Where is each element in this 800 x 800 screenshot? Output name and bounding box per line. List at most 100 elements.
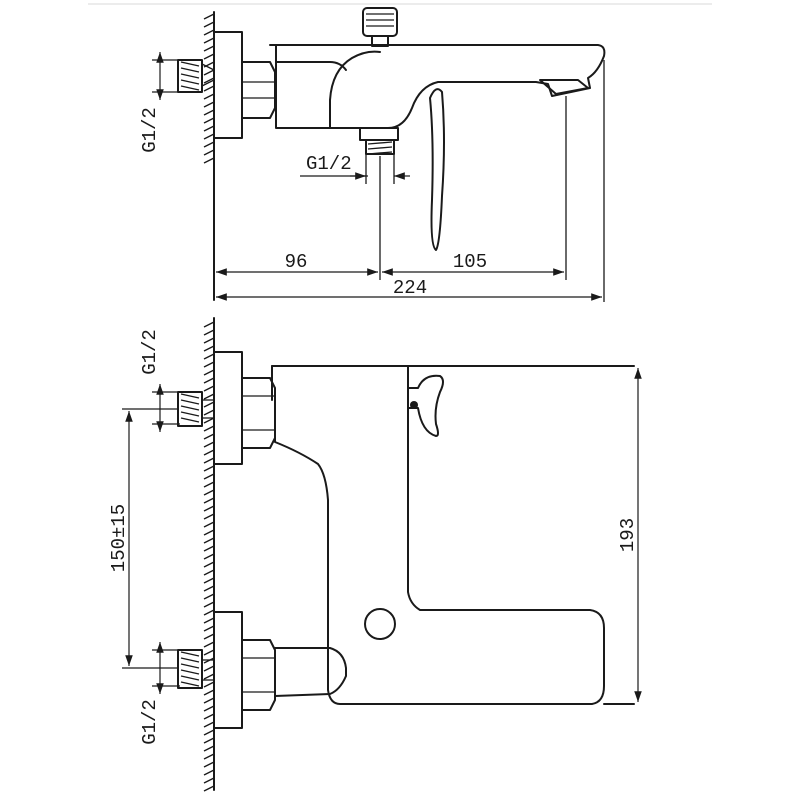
wall-hatch-line bbox=[203, 449, 215, 456]
wall-hatch-line bbox=[203, 529, 215, 536]
outlet-circle bbox=[364, 608, 396, 640]
wall-hatch-line bbox=[203, 673, 215, 680]
wall-hatch-line bbox=[203, 53, 215, 60]
wall-hatch-line bbox=[203, 641, 215, 648]
wall-hatch-line bbox=[203, 689, 215, 696]
diverter-knob-front bbox=[407, 374, 444, 437]
wall-hatch-line bbox=[203, 141, 215, 148]
wall-hatch-line bbox=[203, 29, 215, 36]
wall-hatch-line bbox=[203, 633, 215, 640]
wall-hatch-line bbox=[203, 385, 215, 392]
wall-hatch-line bbox=[203, 505, 215, 512]
wall-hatch-line bbox=[203, 513, 215, 520]
wall-hatch-line bbox=[203, 489, 215, 496]
wall-hatch-line bbox=[203, 77, 215, 84]
wall-hatch-line bbox=[203, 101, 215, 108]
wall-hatch-line bbox=[203, 497, 215, 504]
escutcheon-lower bbox=[213, 611, 243, 729]
wall-hatch-line bbox=[203, 117, 215, 124]
dim-thread-upper bbox=[152, 384, 180, 432]
wall-hatch-line bbox=[203, 761, 215, 768]
wall-hatch-line bbox=[203, 441, 215, 448]
wall-hatch-line bbox=[203, 109, 215, 116]
wall-hatch-line bbox=[203, 521, 215, 528]
wall-hatch-line bbox=[203, 157, 215, 164]
wall-hatch-line bbox=[203, 473, 215, 480]
wall-hatch-line bbox=[203, 345, 215, 352]
wall-hatch-line bbox=[203, 337, 215, 344]
dim-thread-bottom bbox=[300, 152, 410, 184]
faucet-body-top bbox=[269, 44, 606, 129]
wall-hatch-line bbox=[203, 125, 215, 132]
wall-hatch-line bbox=[203, 21, 215, 28]
wall-hatch-line bbox=[203, 609, 215, 616]
hex-nut-upper bbox=[241, 377, 276, 449]
label-centers: 150±15 bbox=[108, 504, 130, 572]
wall-hatch-line bbox=[203, 93, 215, 100]
wall-hatch-line bbox=[203, 545, 215, 552]
wall-hatch-line bbox=[203, 553, 215, 560]
wall-hatch-line bbox=[203, 601, 215, 608]
mixer-curve bbox=[329, 50, 381, 129]
wall-hatch-line bbox=[203, 593, 215, 600]
hex-nut-lower bbox=[241, 639, 276, 711]
wall-hatch-line bbox=[203, 377, 215, 384]
wall-hatch-front bbox=[203, 317, 215, 792]
top-view: G1/2 G1/2 96 105 224 bbox=[139, 7, 606, 302]
thread-side-top bbox=[177, 59, 215, 93]
wall-hatch-line bbox=[203, 665, 215, 672]
wall-hatch-line bbox=[203, 69, 215, 76]
thread-bottom-top bbox=[359, 127, 399, 155]
wall-hatch-line bbox=[203, 569, 215, 576]
label-dim-105: 105 bbox=[453, 251, 487, 273]
label-thread-upper: G1/2 bbox=[139, 329, 161, 375]
label-thread-bottom: G1/2 bbox=[306, 153, 352, 175]
wall-hatch-line bbox=[203, 361, 215, 368]
dim-centers bbox=[122, 408, 178, 669]
escutcheon-top bbox=[213, 31, 243, 139]
wall-hatch-line bbox=[203, 585, 215, 592]
diverter-pin bbox=[410, 401, 418, 409]
wall-hatch-line bbox=[203, 133, 215, 140]
faucet-body-front bbox=[271, 365, 605, 705]
wall-hatch-line bbox=[203, 37, 215, 44]
wall-hatch-line bbox=[203, 777, 215, 784]
diverter-knob-top bbox=[362, 7, 398, 47]
wall-hatch-top bbox=[203, 11, 215, 301]
wall-hatch-line bbox=[203, 353, 215, 360]
wall-hatch-line bbox=[203, 409, 215, 416]
spout-tip-top bbox=[539, 79, 589, 95]
label-dim-224: 224 bbox=[393, 277, 427, 299]
wall-hatch-line bbox=[203, 537, 215, 544]
wall-hatch-line bbox=[203, 745, 215, 752]
front-view: G1/2 G1/2 150±15 193 bbox=[108, 317, 642, 792]
wall-hatch-line bbox=[203, 561, 215, 568]
wall-hatch-line bbox=[203, 149, 215, 156]
escutcheon-upper bbox=[213, 351, 243, 465]
wall-hatch-line bbox=[203, 625, 215, 632]
thread-lower-front bbox=[177, 649, 214, 689]
wall-hatch-line bbox=[203, 465, 215, 472]
label-thread-lower: G1/2 bbox=[139, 699, 161, 745]
hex-nut-top bbox=[241, 61, 276, 119]
wall-hatch-line bbox=[203, 753, 215, 760]
wall-hatch-line bbox=[203, 13, 215, 20]
wall-hatch-line bbox=[203, 769, 215, 776]
wall-hatch-line bbox=[203, 705, 215, 712]
wall-hatch-line bbox=[203, 697, 215, 704]
wall-hatch-line bbox=[203, 433, 215, 440]
wall-hatch-line bbox=[203, 45, 215, 52]
wall-hatch-line bbox=[203, 737, 215, 744]
dim-thread-side bbox=[152, 51, 180, 100]
label-dim-193: 193 bbox=[617, 518, 639, 552]
wall-hatch-line bbox=[203, 785, 215, 792]
wall-hatch-line bbox=[203, 401, 215, 408]
wall-hatch-line bbox=[203, 681, 215, 688]
wall-hatch-line bbox=[203, 577, 215, 584]
wall-hatch-line bbox=[203, 369, 215, 376]
wall-hatch-line bbox=[203, 417, 215, 424]
body-inner-line bbox=[275, 61, 347, 71]
label-dim-96: 96 bbox=[285, 251, 308, 273]
wall-hatch-line bbox=[203, 713, 215, 720]
